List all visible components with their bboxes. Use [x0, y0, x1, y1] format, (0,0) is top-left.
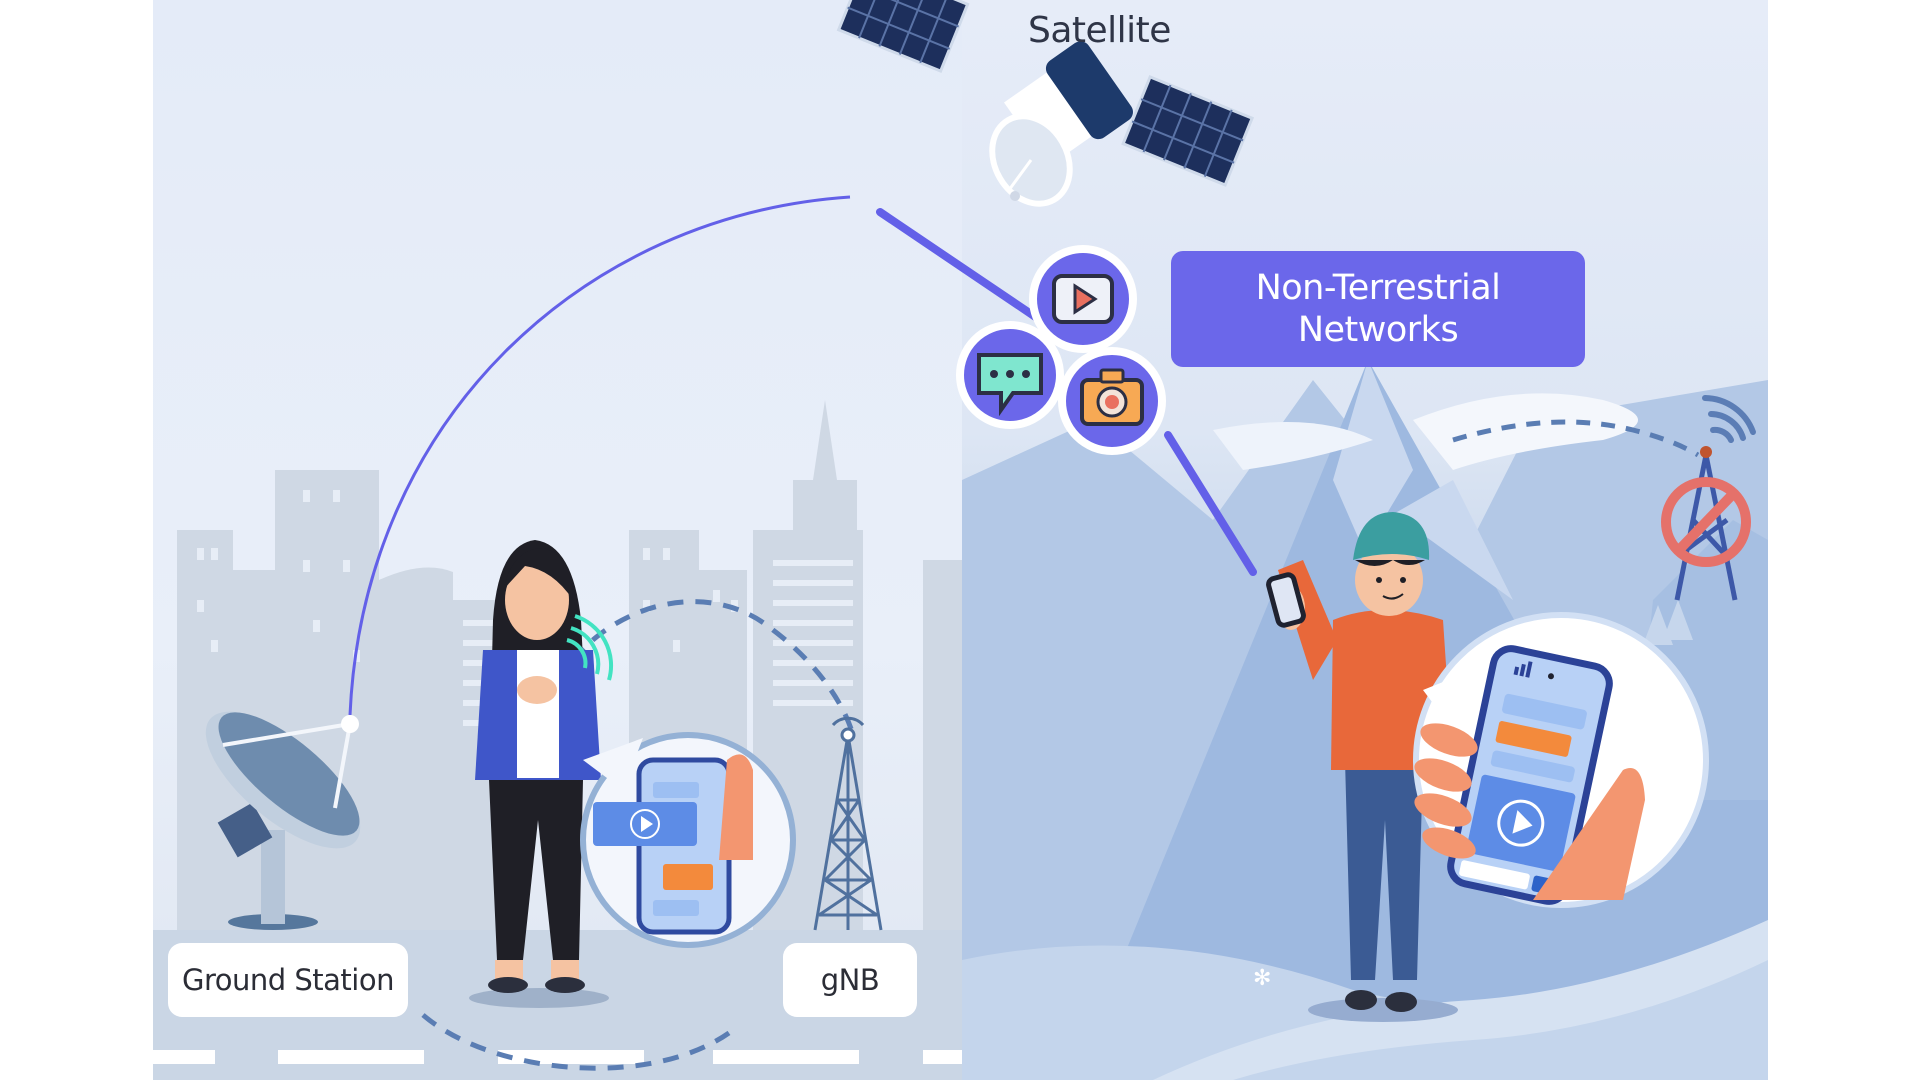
city-phone-callout	[580, 732, 796, 948]
blocked-dashed-link	[1452, 419, 1700, 458]
gnb-tower-icon	[813, 716, 883, 931]
remote-phone-callout	[1413, 612, 1709, 908]
scene-artwork: ✻	[153, 0, 1768, 1080]
ntn-illustration: ✻ Satellite Non-Terrestrial Networks Gro…	[153, 0, 1768, 1080]
chat-bubble-icon	[956, 321, 1064, 429]
ground-station-label: Ground Station	[168, 943, 408, 1017]
city-user-woman	[469, 540, 614, 1008]
gnb-label: gNB	[783, 943, 917, 1017]
camera-icon	[1058, 347, 1166, 455]
ntn-title-box: Non-Terrestrial Networks	[1171, 251, 1585, 367]
remote-user-man	[1266, 512, 1458, 1022]
ground-station-dish-icon	[205, 711, 361, 930]
video-play-icon	[1029, 245, 1137, 353]
gnb-dashed-link	[571, 599, 856, 736]
ntn-title-line1: Non-Terrestrial	[1255, 268, 1501, 308]
satellite-icon	[836, 0, 1255, 207]
road-markings	[153, 1050, 962, 1064]
satellite-link-arc	[348, 195, 851, 716]
satellite-label: Satellite	[1028, 10, 1171, 51]
satellite-beam-lower	[1164, 431, 1257, 576]
satellite-beam-upper	[876, 208, 1041, 322]
blocked-cell-tower-icon	[1661, 395, 1756, 601]
snowflake-icon: ✻	[1253, 966, 1271, 991]
ntn-title-line2: Networks	[1297, 310, 1459, 350]
